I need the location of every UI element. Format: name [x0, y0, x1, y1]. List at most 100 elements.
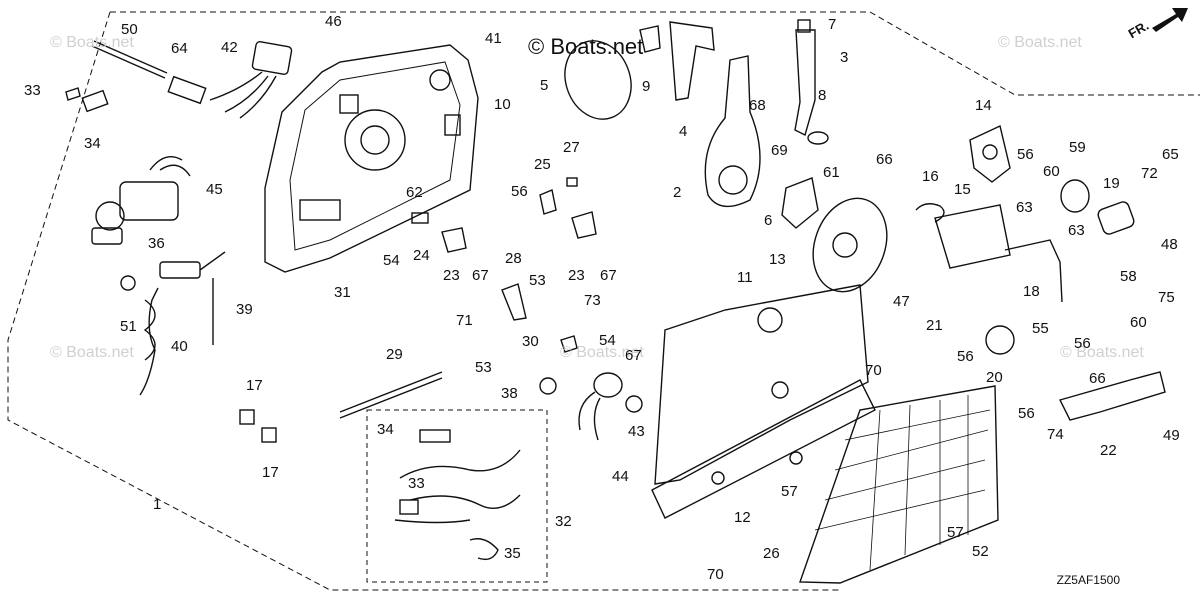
callout-66: 66 — [1089, 370, 1106, 387]
callout-5: 5 — [540, 77, 549, 94]
callout-13: 13 — [769, 251, 786, 268]
callout-56: 56 — [1017, 146, 1034, 163]
mount-plate-shape — [654, 284, 869, 485]
callout-31: 31 — [334, 284, 351, 301]
callout-67: 67 — [600, 267, 617, 284]
callout-3: 3 — [840, 49, 849, 66]
callout-52: 52 — [972, 543, 989, 560]
callout-26: 26 — [763, 545, 780, 562]
callout-34: 34 — [84, 135, 101, 152]
callout-56: 56 — [511, 183, 528, 200]
callout-67: 67 — [472, 267, 489, 284]
callout-8: 8 — [818, 87, 827, 104]
callout-57: 57 — [781, 483, 798, 500]
callout-35: 35 — [504, 545, 521, 562]
callout-42: 42 — [221, 39, 238, 56]
diagram-code: ZZ5AF1500 — [1056, 573, 1120, 587]
callout-17: 17 — [246, 377, 263, 394]
watermark: © Boats.net — [1060, 344, 1144, 361]
callout-34: 34 — [377, 421, 394, 438]
callout-60: 60 — [1043, 163, 1060, 180]
callout-2: 2 — [673, 184, 682, 201]
callout-54: 54 — [383, 252, 400, 269]
callout-67: 67 — [625, 347, 642, 364]
callout-10: 10 — [494, 96, 511, 113]
watermark: © Boats.net — [50, 34, 134, 51]
callout-72: 72 — [1141, 165, 1158, 182]
callout-75: 75 — [1158, 289, 1175, 306]
callout-25: 25 — [534, 156, 551, 173]
callout-19: 19 — [1103, 175, 1120, 192]
callout-49: 49 — [1163, 427, 1180, 444]
callout-64: 64 — [171, 40, 188, 57]
callout-38: 38 — [501, 385, 518, 402]
callout-51: 51 — [120, 318, 137, 335]
callout-18: 18 — [1023, 283, 1040, 300]
side-cover-shape — [264, 44, 479, 273]
callout-56: 56 — [1074, 335, 1091, 352]
callout-24: 24 — [413, 247, 430, 264]
callout-59: 59 — [1069, 139, 1086, 156]
callout-20: 20 — [986, 369, 1003, 386]
callout-36: 36 — [148, 235, 165, 252]
callout-71: 71 — [456, 312, 473, 329]
callout-70: 70 — [707, 566, 724, 583]
callout-46: 46 — [325, 13, 342, 30]
callout-14: 14 — [975, 97, 992, 114]
callout-47: 47 — [893, 293, 910, 310]
callout-63: 63 — [1016, 199, 1033, 216]
callout-22: 22 — [1100, 442, 1117, 459]
callout-39: 39 — [236, 301, 253, 318]
callout-57: 57 — [947, 524, 964, 541]
callout-62: 62 — [406, 184, 423, 201]
callout-9: 9 — [642, 78, 651, 95]
callout-48: 48 — [1161, 236, 1178, 253]
callout-27: 27 — [563, 139, 580, 156]
callout-15: 15 — [954, 181, 971, 198]
callout-21: 21 — [926, 317, 943, 334]
callout-61: 61 — [823, 164, 840, 181]
callout-1: 1 — [153, 496, 162, 513]
callout-33: 33 — [408, 475, 425, 492]
callout-60: 60 — [1130, 314, 1147, 331]
callout-74: 74 — [1047, 426, 1064, 443]
watermark: © Boats.net — [998, 34, 1082, 51]
callout-33: 33 — [24, 82, 41, 99]
callout-66: 66 — [876, 151, 893, 168]
callout-56: 56 — [957, 348, 974, 365]
callout-58: 58 — [1120, 268, 1137, 285]
callout-69: 69 — [771, 142, 788, 159]
callout-11: 11 — [737, 269, 753, 286]
callout-16: 16 — [922, 168, 939, 185]
callout-70: 70 — [865, 362, 882, 379]
front-arrow-icon — [1152, 8, 1188, 32]
wiring-kit-box — [366, 409, 548, 583]
callout-23: 23 — [568, 267, 585, 284]
callout-23: 23 — [443, 267, 460, 284]
callout-63: 63 — [1068, 222, 1085, 239]
callout-53: 53 — [529, 272, 546, 289]
callout-56: 56 — [1018, 405, 1035, 422]
callout-43: 43 — [628, 423, 645, 440]
callout-28: 28 — [505, 250, 522, 267]
callout-54: 54 — [599, 332, 616, 349]
callout-30: 30 — [522, 333, 539, 350]
callout-32: 32 — [555, 513, 572, 530]
callout-55: 55 — [1032, 320, 1049, 337]
callout-44: 44 — [612, 468, 629, 485]
callout-53: 53 — [475, 359, 492, 376]
callout-50: 50 — [121, 21, 138, 38]
callout-29: 29 — [386, 346, 403, 363]
callout-4: 4 — [679, 123, 688, 140]
assembly-frame — [110, 11, 1200, 96]
watermark: © Boats.net — [50, 344, 134, 361]
callout-7: 7 — [828, 16, 837, 33]
callout-73: 73 — [584, 292, 601, 309]
callout-6: 6 — [764, 212, 773, 229]
callout-17: 17 — [262, 464, 279, 481]
callout-40: 40 — [171, 338, 188, 355]
copyright-notice: © Boats.net — [528, 34, 644, 59]
watermark: © Boats.net — [560, 344, 644, 361]
